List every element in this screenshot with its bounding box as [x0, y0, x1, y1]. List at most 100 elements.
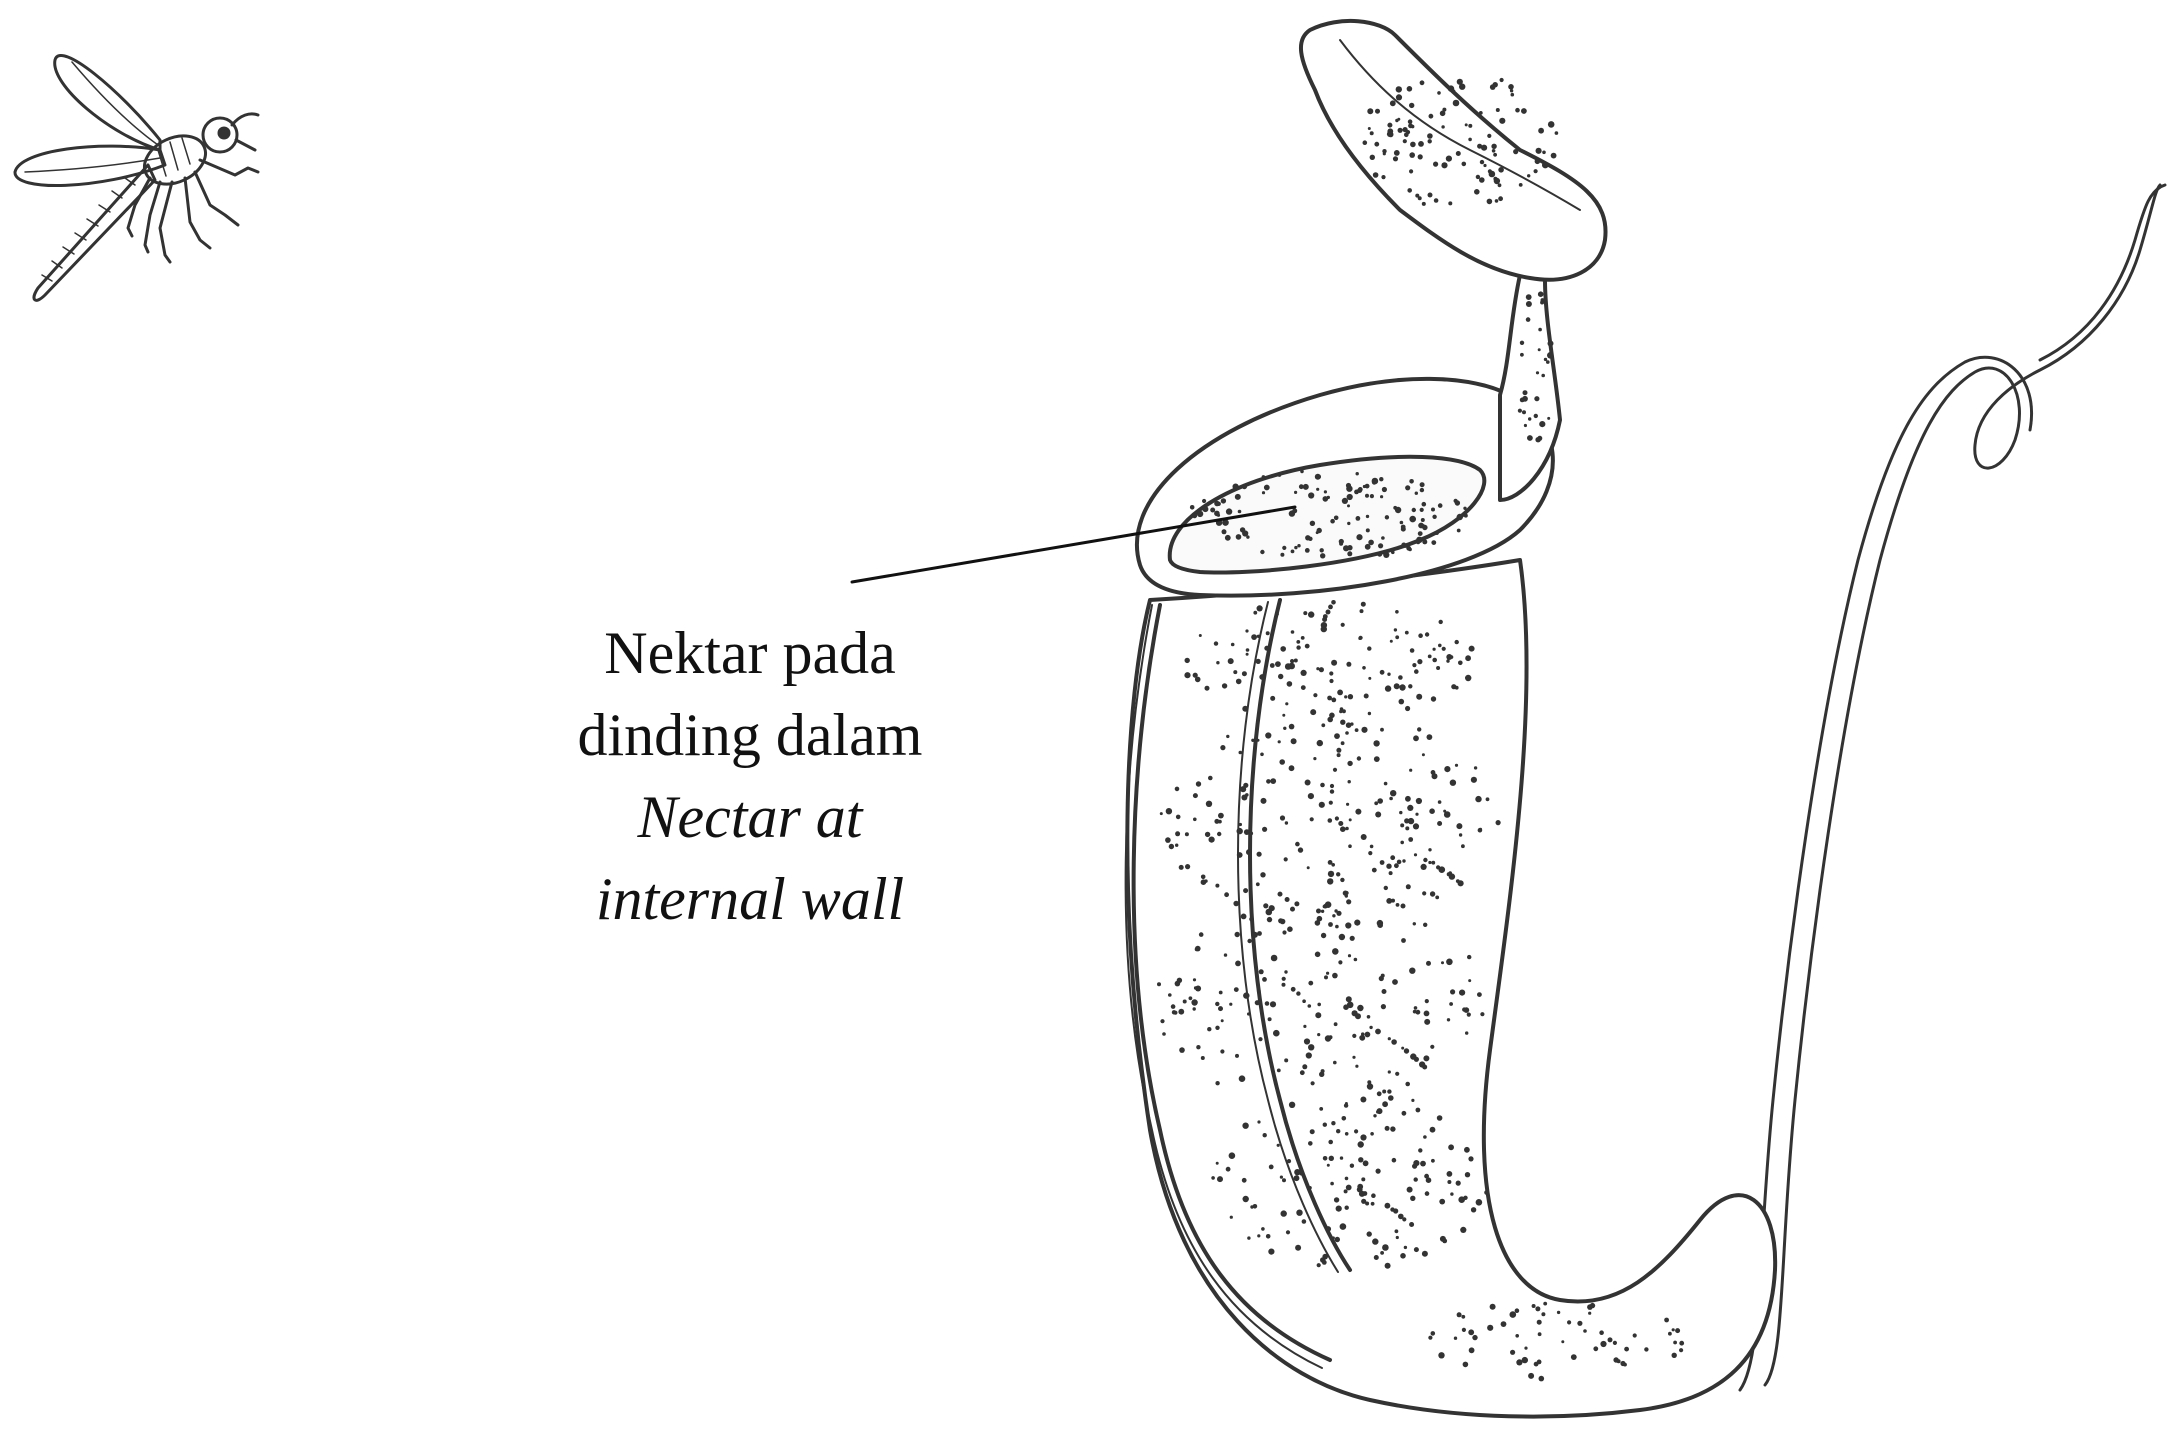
stipple-dot	[1388, 1095, 1394, 1101]
stipple-dot	[1431, 508, 1435, 512]
stipple-dot	[1313, 757, 1316, 760]
stipple-dot	[1472, 1335, 1477, 1340]
stipple-dot	[1544, 358, 1547, 361]
stipple-dot	[1367, 1080, 1371, 1084]
stipple-dot	[1282, 714, 1285, 717]
stipple-dot	[1360, 1097, 1366, 1103]
stipple-dot	[1416, 798, 1422, 804]
stipple-dot	[1289, 1102, 1295, 1108]
stipple-dot	[1306, 1052, 1312, 1058]
stipple-dot	[1459, 990, 1465, 996]
stipple-dot	[1354, 958, 1358, 962]
stipple-dot	[1313, 693, 1317, 697]
stipple-dot	[1350, 936, 1355, 941]
stipple-dot	[1398, 128, 1403, 133]
stipple-dot	[1253, 611, 1257, 615]
stipple-dot	[1218, 813, 1224, 819]
stipple-dot	[1215, 1026, 1219, 1030]
stipple-dot	[1261, 798, 1267, 804]
stipple-dot	[1235, 1054, 1239, 1058]
stipple-dot	[1239, 751, 1243, 755]
stipple-dot	[1273, 1030, 1280, 1037]
stipple-dot	[1409, 103, 1414, 108]
stipple-dot	[1355, 1065, 1358, 1068]
stipple-dot	[1534, 414, 1538, 418]
stipple-dot	[1361, 834, 1367, 840]
stipple-dot	[1173, 1011, 1177, 1015]
stipple-dot	[1449, 873, 1455, 879]
stipple-dot	[1420, 80, 1425, 85]
stipple-dot	[1336, 872, 1340, 876]
stipple-dot	[1422, 1065, 1427, 1070]
stipple-dot	[1402, 859, 1405, 862]
stipple-dot	[1329, 671, 1333, 675]
stipple-dot	[1233, 901, 1239, 907]
stipple-dot	[1464, 1147, 1470, 1153]
stipple-dot	[1410, 648, 1415, 653]
stipple-dot	[1257, 605, 1263, 611]
stipple-dot	[1236, 679, 1242, 685]
stipple-dot	[1459, 833, 1462, 836]
stipple-dot	[1233, 670, 1237, 674]
stipple-dot	[1287, 1159, 1291, 1163]
stipple-dot	[1214, 819, 1219, 824]
stipple-dot	[1323, 1156, 1328, 1161]
stipple-dot	[1345, 891, 1349, 895]
stipple-dot	[1496, 820, 1501, 825]
stipple-dot	[1271, 955, 1278, 962]
stipple-dot	[1463, 1196, 1467, 1200]
stipple-dot	[1526, 301, 1532, 307]
stipple-dot	[1365, 1032, 1371, 1038]
stipple-dot	[1409, 169, 1413, 173]
stipple-dot	[1296, 640, 1300, 644]
stipple-dot	[1359, 636, 1363, 640]
stipple-dot	[1339, 539, 1344, 544]
stipple-dot	[1327, 878, 1333, 884]
stipple-dot	[1464, 1007, 1470, 1013]
stipple-dot	[1367, 1083, 1373, 1089]
stipple-dot	[1405, 826, 1409, 830]
stipple-dot	[1280, 1176, 1283, 1179]
stipple-dot	[1385, 1203, 1391, 1209]
stipple-dot	[1215, 1081, 1219, 1085]
stipple-dot	[1370, 155, 1375, 160]
stipple-dot	[1410, 1196, 1415, 1201]
stipple-dot	[1278, 892, 1283, 897]
stipple-dot	[1342, 1116, 1347, 1121]
stipple-dot	[1438, 1352, 1444, 1358]
stipple-dot	[1290, 907, 1295, 912]
stipple-dot	[1490, 1304, 1496, 1310]
stipple-dot	[1422, 539, 1427, 544]
mosquito-upper-wing	[55, 55, 160, 150]
stipple-dot	[1247, 939, 1251, 943]
stipple-dot	[1320, 548, 1324, 552]
stipple-dot	[1390, 1207, 1394, 1211]
stipple-dot	[1192, 513, 1197, 518]
stipple-dot	[1492, 149, 1496, 153]
stipple-dot	[1256, 659, 1261, 664]
stipple-dot	[1367, 108, 1373, 114]
stipple-dot	[1486, 797, 1490, 801]
label-english-line-1: Nectar at	[530, 776, 970, 858]
stipple-dot	[1396, 94, 1402, 100]
stipple-dot	[1664, 1318, 1669, 1323]
stipple-dot	[1459, 84, 1465, 90]
stipple-dot	[1398, 675, 1403, 680]
stipple-dot	[1407, 188, 1412, 193]
stipple-dot	[1287, 681, 1293, 687]
stipple-dot	[1414, 1057, 1419, 1062]
stipple-dot	[1219, 991, 1223, 995]
stipple-dot	[1428, 1336, 1432, 1340]
stipple-dot	[1355, 809, 1361, 815]
stipple-dot	[1268, 1249, 1274, 1255]
stipple-dot	[1384, 886, 1388, 890]
stipple-dot	[1175, 831, 1180, 836]
stipple-dot	[1340, 720, 1345, 725]
stipple-dot	[1357, 1005, 1363, 1011]
stipple-dot	[1460, 1227, 1466, 1233]
stipple-dot	[1264, 646, 1269, 651]
stipple-dot	[1193, 793, 1198, 798]
stipple-dot	[1317, 1263, 1321, 1267]
stipple-dot	[1229, 1003, 1232, 1006]
stipple-dot	[1348, 844, 1352, 848]
